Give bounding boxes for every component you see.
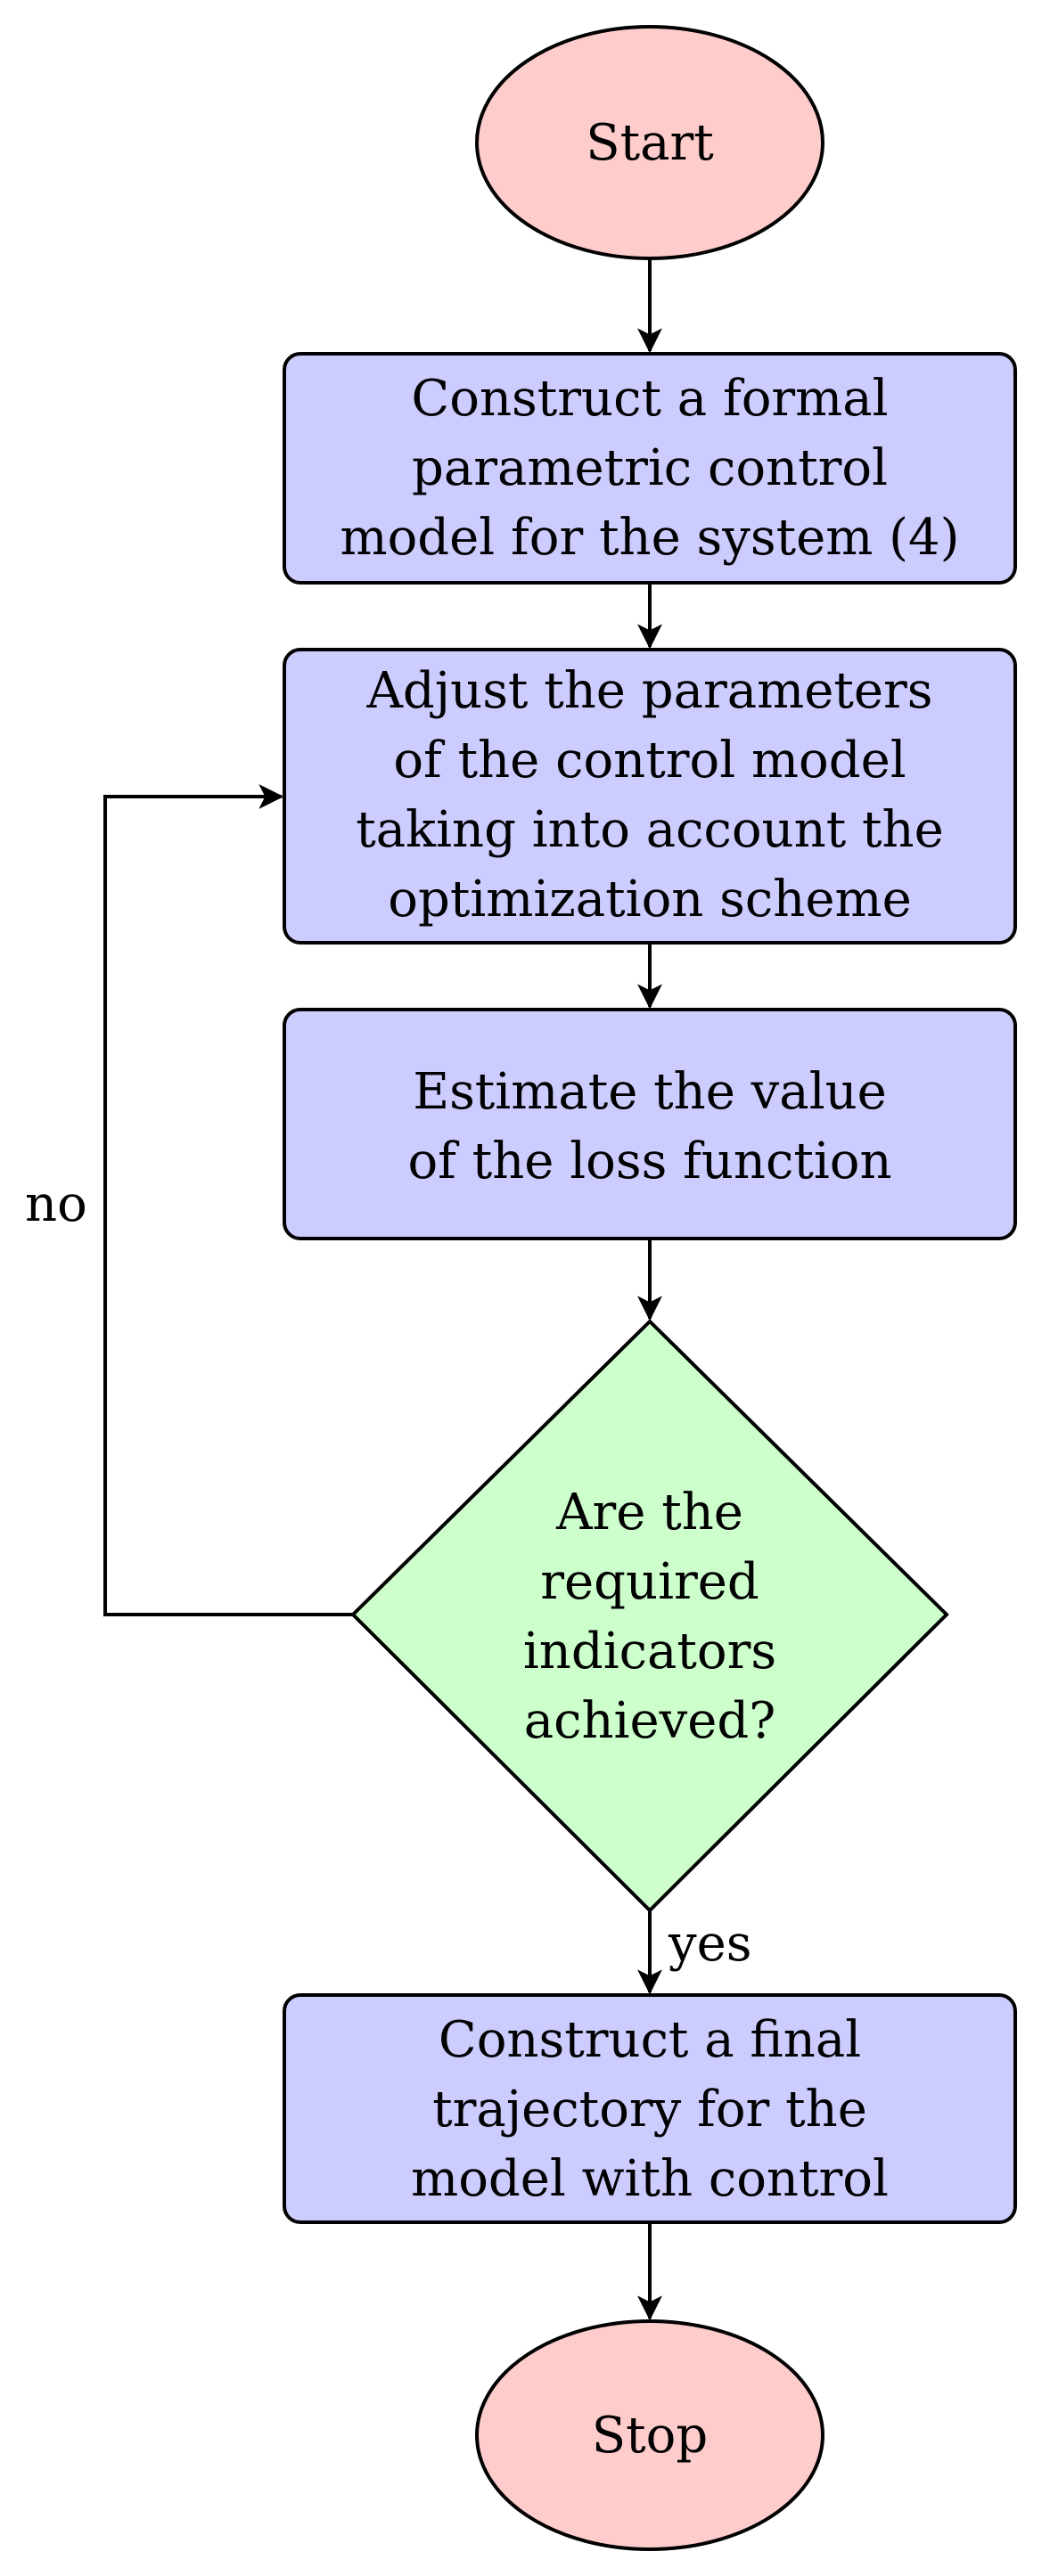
label-line: Stop xyxy=(592,2407,708,2465)
construct-final-process-shape xyxy=(283,1993,1017,2224)
label-line: trajectory for the xyxy=(432,2081,867,2138)
node-decision: Are the required indicators achieved? xyxy=(350,1319,949,1913)
label-line: Start xyxy=(586,114,714,172)
label-line: optimization scheme xyxy=(388,871,911,928)
edge-label-yes: yes xyxy=(668,1915,752,1973)
edge-label-no: no xyxy=(25,1175,87,1233)
label-line: of the control model xyxy=(393,732,906,789)
estimate-loss-process-shape xyxy=(283,1008,1017,1240)
decision-label: Are the required indicators achieved? xyxy=(523,1484,776,1750)
node-construct-model: Construct a formal parametric control mode… xyxy=(283,352,1017,585)
label-line: model for the system (4) xyxy=(340,509,959,567)
label-line: of the loss function xyxy=(407,1133,891,1190)
estimate-loss-label: Estimate the value of the loss function xyxy=(407,1063,891,1190)
start-terminal-shape xyxy=(475,25,824,260)
node-estimate-loss: Estimate the value of the loss function xyxy=(283,1008,1017,1240)
label-line: Construct a formal xyxy=(411,370,888,428)
label-line: Are the xyxy=(555,1484,743,1542)
label-line: parametric control xyxy=(412,439,888,497)
start-label: Start xyxy=(586,114,714,172)
adjust-params-process-shape xyxy=(283,648,1017,945)
construct-model-label: Construct a formal parametric control mode… xyxy=(340,370,959,567)
label-line: required xyxy=(540,1553,759,1611)
stop-label: Stop xyxy=(592,2407,708,2465)
edges xyxy=(103,258,662,2321)
node-construct-final: Construct a final trajectory for the model… xyxy=(283,1993,1017,2224)
construct-final-label: Construct a final trajectory for the model… xyxy=(411,2011,889,2208)
stop-terminal-shape xyxy=(475,2319,824,2551)
label-line: model with control xyxy=(411,2150,889,2208)
label-line: Construct a final xyxy=(439,2011,861,2069)
node-start: Start xyxy=(475,25,824,260)
edge-decision-no-loop xyxy=(103,784,353,1616)
label-line: achieved? xyxy=(524,1692,776,1750)
node-stop: Stop xyxy=(475,2319,824,2551)
label-line: Adjust the parameters xyxy=(365,662,932,720)
label-line: indicators xyxy=(523,1623,776,1681)
node-adjust-params: Adjust the parameters of the control mode… xyxy=(283,648,1017,945)
decision-diamond-shape xyxy=(350,1319,949,1913)
construct-model-process-shape xyxy=(283,352,1017,585)
adjust-params-label: Adjust the parameters of the control mode… xyxy=(356,662,943,928)
label-line: Estimate the value xyxy=(413,1063,887,1121)
label-line: taking into account the xyxy=(356,801,943,859)
